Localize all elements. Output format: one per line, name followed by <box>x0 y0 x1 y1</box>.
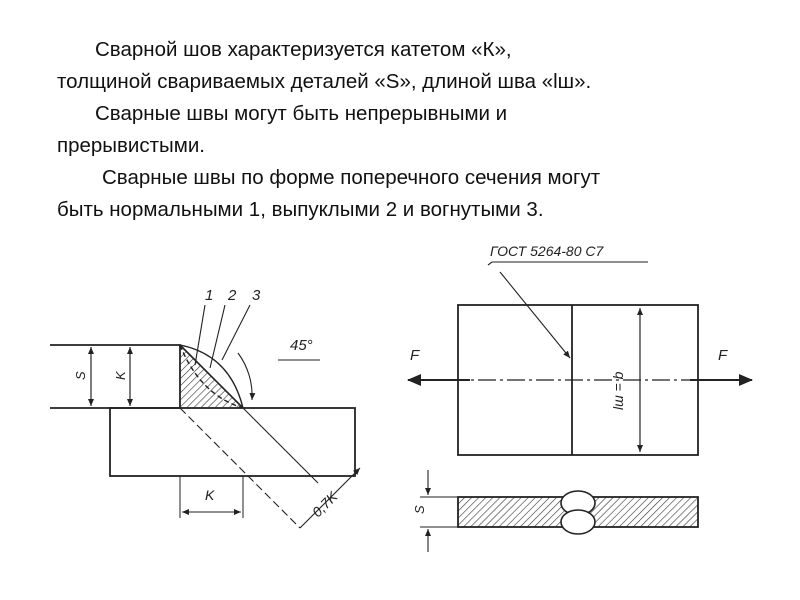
label-1: 1 <box>205 287 213 304</box>
weld-profile-concave <box>179 344 244 409</box>
s-label: S <box>73 371 88 380</box>
butt-weld-figure <box>407 261 753 552</box>
angle-label: 45° <box>290 337 313 354</box>
paragraph-3-line-2: быть нормальными 1, выпуклыми 2 и вогнут… <box>57 198 544 221</box>
angle-arc <box>237 352 256 401</box>
paragraph-1-line-1: Сварной шов характеризуется катетом «К», <box>95 38 512 61</box>
paragraph-1-line-2: толщиной свариваемых деталей «S», длиной… <box>57 70 592 93</box>
throat-label: 0,7K <box>309 488 341 520</box>
standard-label: ГОСТ 5264-80 С7 <box>490 243 605 259</box>
throat-line-2 <box>242 407 319 484</box>
weld-profile-normal <box>179 344 244 409</box>
section-s-label: S <box>412 505 427 514</box>
throat-dim <box>299 467 361 529</box>
lower-plate <box>109 407 356 477</box>
standard-pointer <box>499 271 571 359</box>
fillet-weld-figure <box>50 304 361 529</box>
k-bottom-label: K <box>205 487 215 503</box>
force-right-label: F <box>718 347 728 364</box>
leader-3 <box>221 304 251 361</box>
label-2: 2 <box>227 287 237 304</box>
weld-profile-convex <box>179 344 244 409</box>
leader-1 <box>194 304 206 366</box>
standard-leader <box>487 261 648 266</box>
weld-bead-bottom <box>560 509 596 535</box>
paragraph-2-line-1: Сварные швы могут быть непрерывными и <box>95 102 508 125</box>
paragraph-2-line-2: прерывистыми. <box>57 134 205 157</box>
length-label: lш = b <box>610 371 626 410</box>
k-vertical-label: K <box>113 370 128 380</box>
throat-line <box>179 407 301 529</box>
butt-weld-labels: ГОСТ 5264-80 С7 F F lш = b S <box>410 243 728 514</box>
force-left-label: F <box>410 347 420 364</box>
paragraph-3-line-1: Сварные швы по форме поперечного сечения… <box>102 166 601 189</box>
leader-2 <box>209 304 226 369</box>
label-3: 3 <box>252 287 261 304</box>
